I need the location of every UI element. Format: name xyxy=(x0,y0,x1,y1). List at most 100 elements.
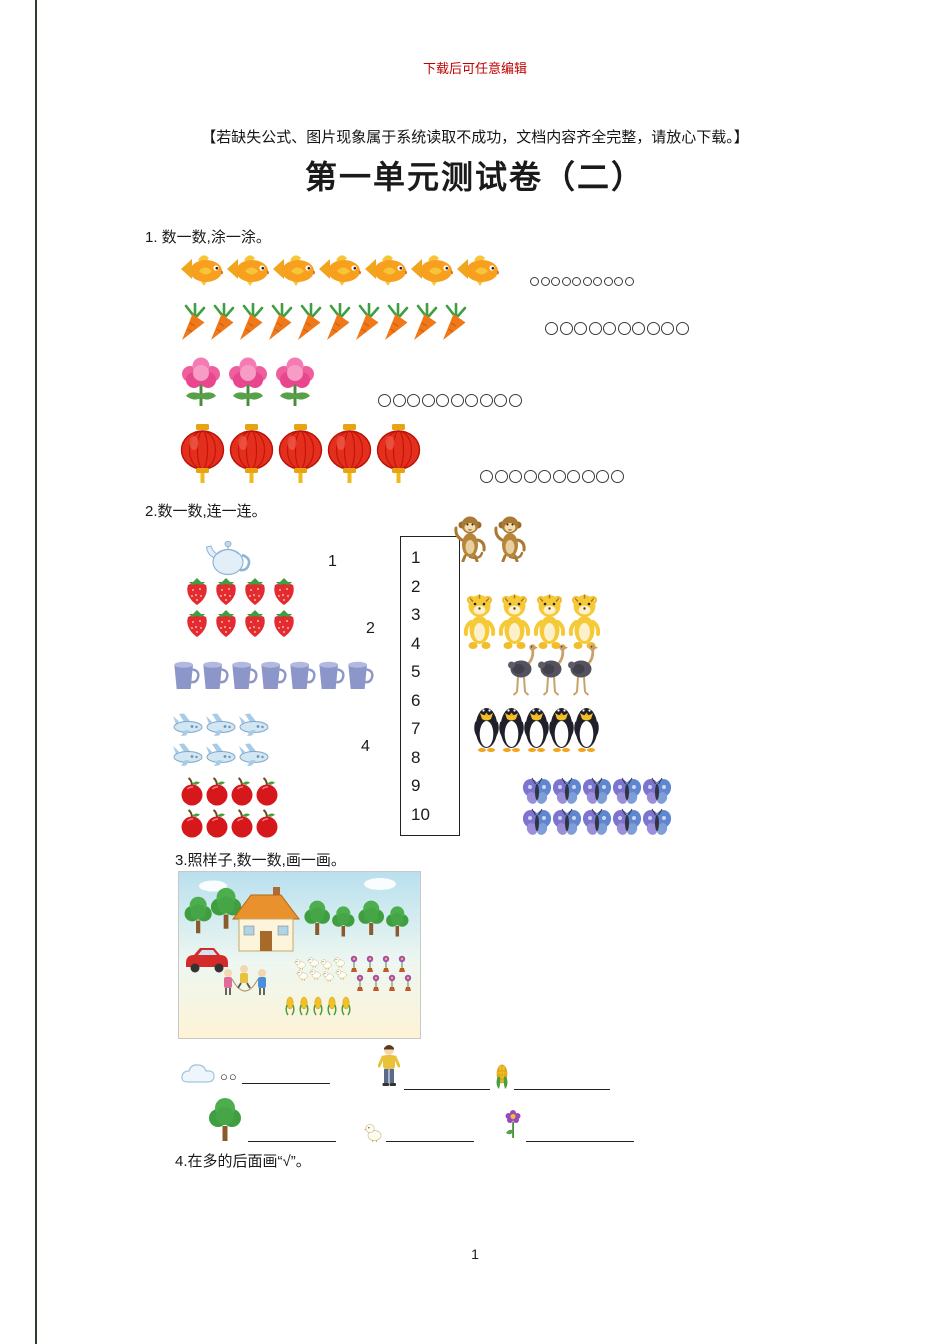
number-option[interactable]: 10 xyxy=(411,804,430,824)
carrot-icon xyxy=(352,303,381,342)
flower-circles xyxy=(378,394,523,407)
count-circle[interactable] xyxy=(530,277,539,286)
fish-icon xyxy=(408,250,454,288)
butterfly-icon xyxy=(582,807,612,837)
lantern-icon xyxy=(227,423,276,485)
count-circle[interactable] xyxy=(596,470,609,483)
count-circle[interactable] xyxy=(574,322,587,335)
count-circle[interactable] xyxy=(480,470,493,483)
answer-line-flower[interactable] xyxy=(526,1139,634,1142)
count-circle[interactable] xyxy=(479,394,493,407)
count-circle[interactable] xyxy=(407,394,420,407)
count-circle[interactable] xyxy=(378,394,391,407)
count-circle[interactable] xyxy=(593,277,602,286)
number-option[interactable]: 7 xyxy=(411,719,421,738)
count-circle[interactable] xyxy=(646,322,660,335)
stray-number-1: 1 xyxy=(328,553,337,570)
count-circle[interactable] xyxy=(494,394,507,407)
count-circle[interactable] xyxy=(509,470,522,483)
scene-house xyxy=(232,887,300,952)
count-circle[interactable] xyxy=(567,470,580,483)
apple-icon xyxy=(180,808,204,838)
answer-line-chick[interactable] xyxy=(386,1139,474,1142)
count-circle[interactable] xyxy=(582,277,592,286)
fish-icon xyxy=(362,250,408,288)
count-circle[interactable] xyxy=(588,322,602,335)
count-circle[interactable] xyxy=(581,470,595,483)
answer-line-cloud[interactable] xyxy=(241,1081,330,1084)
count-circle[interactable] xyxy=(436,394,449,407)
count-circle[interactable] xyxy=(603,277,613,286)
count-circle[interactable] xyxy=(494,470,508,483)
peony-icon xyxy=(272,356,318,411)
number-option[interactable]: 2 xyxy=(411,576,421,596)
count-circle[interactable] xyxy=(508,394,522,407)
count-circle[interactable] xyxy=(632,322,645,335)
count-circle[interactable] xyxy=(551,277,560,286)
scene-car xyxy=(186,948,228,973)
count-circle[interactable] xyxy=(523,470,537,483)
answer-line-corn[interactable] xyxy=(514,1087,610,1090)
ostrich-icon xyxy=(568,642,598,696)
number-option[interactable]: 3 xyxy=(411,605,421,624)
stray-number-4: 4 xyxy=(361,738,370,755)
plane-icon xyxy=(172,710,204,738)
tree-icon xyxy=(206,1096,244,1142)
count-circle[interactable] xyxy=(465,394,478,407)
teapot-icon xyxy=(205,533,253,577)
number-option[interactable]: 8 xyxy=(411,747,421,767)
carrot-icon xyxy=(439,303,468,342)
download-note: 下载后可任意编辑 xyxy=(422,61,527,76)
chick-icon xyxy=(364,1122,382,1142)
fish-circles xyxy=(530,277,635,286)
count-circle[interactable] xyxy=(561,277,571,286)
count-circle[interactable] xyxy=(614,277,623,286)
number-option[interactable]: 4 xyxy=(411,633,421,653)
butterfly-group xyxy=(522,776,678,838)
count-circle[interactable] xyxy=(392,394,406,407)
count-circle[interactable] xyxy=(545,322,558,335)
answer-line-tree[interactable] xyxy=(248,1139,336,1142)
answer-row-corn xyxy=(494,1062,610,1090)
answer-line-person[interactable] xyxy=(404,1087,490,1090)
penguin-icon xyxy=(524,700,549,756)
apple-icon xyxy=(230,808,254,838)
lantern-icon xyxy=(178,423,227,485)
count-circle[interactable] xyxy=(624,277,634,286)
count-circle[interactable] xyxy=(617,322,631,335)
count-circle[interactable] xyxy=(559,322,573,335)
plane-icon xyxy=(205,710,237,738)
cup-group xyxy=(172,657,375,693)
count-circle[interactable] xyxy=(421,394,435,407)
lantern-icon xyxy=(325,423,374,485)
butterfly-icon xyxy=(552,776,582,806)
fish-icon xyxy=(178,250,224,288)
cup-icon xyxy=(201,657,229,693)
count-circle[interactable] xyxy=(450,394,464,407)
count-circle[interactable] xyxy=(603,322,616,335)
number-option[interactable]: 6 xyxy=(411,690,421,710)
penguin-icon xyxy=(549,700,574,756)
carrot-icon xyxy=(265,303,294,342)
plane-icon xyxy=(238,710,270,738)
count-circle[interactable] xyxy=(675,322,689,335)
ostrich-icon xyxy=(538,642,568,696)
number-option[interactable]: 9 xyxy=(411,776,421,795)
count-circle[interactable] xyxy=(610,470,624,483)
count-circle[interactable] xyxy=(552,470,566,483)
count-circle[interactable] xyxy=(572,277,581,286)
number-option[interactable]: 1 xyxy=(411,548,421,567)
carrot-icon xyxy=(207,303,236,342)
cloud-icon xyxy=(180,1062,216,1084)
number-option[interactable]: 5 xyxy=(411,662,421,681)
page-title: 第一单元测试卷（二） xyxy=(304,159,645,195)
answer-row-flower xyxy=(504,1108,634,1142)
cup-icon xyxy=(172,657,200,693)
count-circle[interactable] xyxy=(661,322,674,335)
count-circle[interactable] xyxy=(538,470,551,483)
butterfly-icon xyxy=(642,807,672,837)
cup-icon xyxy=(346,657,374,693)
q1-label: 1. 数一数,涂一涂。 xyxy=(145,229,271,246)
count-circle[interactable] xyxy=(540,277,550,286)
cup-icon xyxy=(317,657,345,693)
